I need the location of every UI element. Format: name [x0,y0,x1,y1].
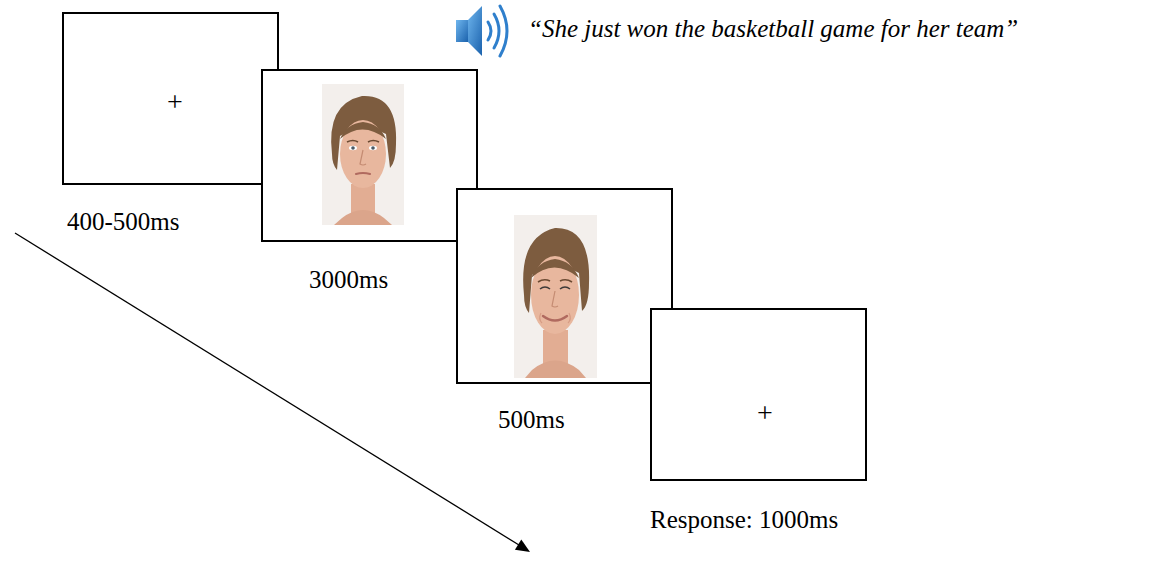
duration-label: 500ms [498,406,565,434]
sound-wave [488,22,491,40]
speaker-body [456,20,468,42]
face-frame: 3000ms [261,69,478,242]
fixation-cross: + [757,398,773,429]
fixation-frame: +400-500ms [62,12,279,185]
duration-label: 400-500ms [67,208,180,236]
duration-label: 3000ms [309,266,388,294]
speaker-cone [468,6,482,56]
time-axis-line [15,233,519,545]
smiling-face-photo [514,215,597,378]
spoken-sentence: “She just won the basketball game for he… [528,15,1018,43]
sound-wave [494,14,499,48]
fixation-cross: + [167,87,183,118]
time-axis-head [515,540,530,553]
fixation-frame: +Response: 1000ms [650,308,867,481]
sound-wave [500,6,507,56]
face-frame: 500ms [456,188,673,384]
neutral-face-photo [322,84,404,225]
duration-label: Response: 1000ms [650,506,838,534]
